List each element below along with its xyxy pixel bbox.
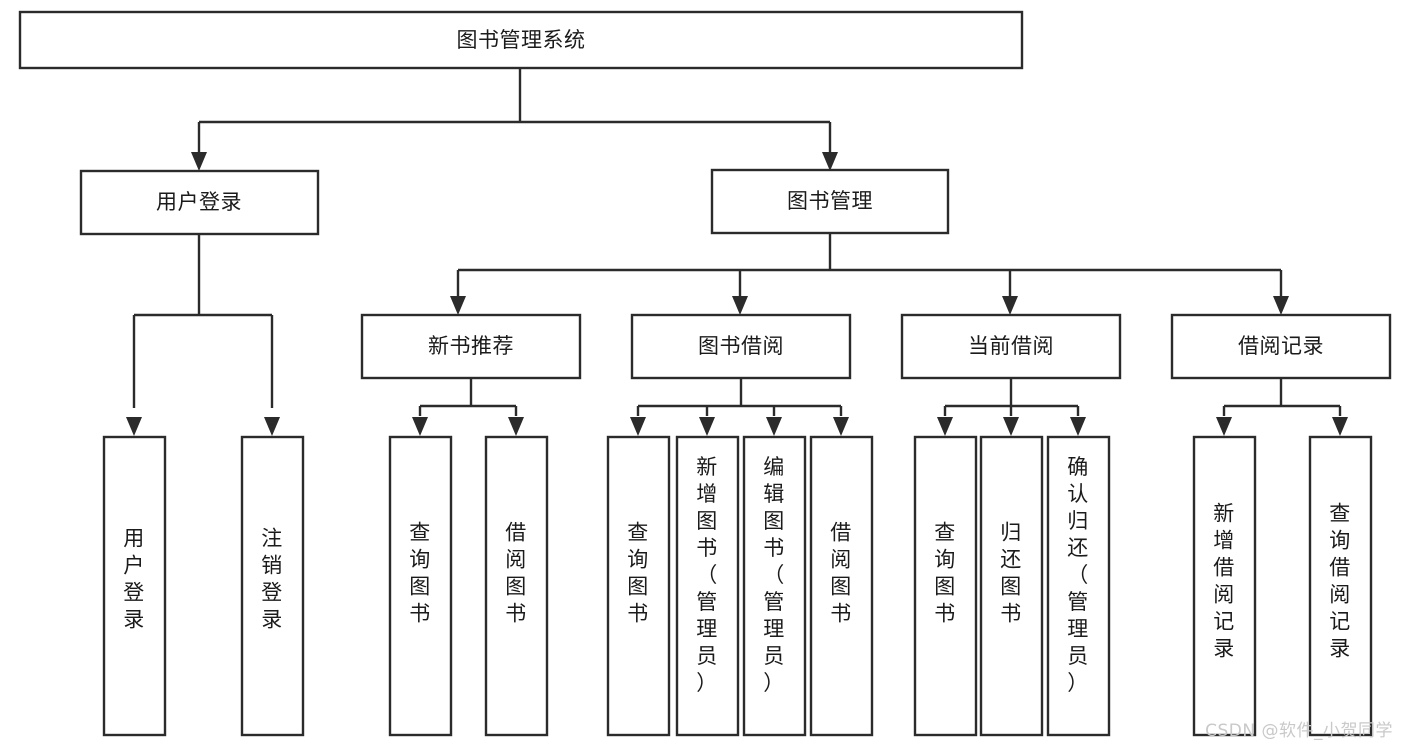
node-leaf-2-label: 注销登录 bbox=[261, 527, 283, 632]
node-borrow-record[interactable]: 借阅记录 bbox=[1170, 313, 1392, 380]
arrow-leaf-9 bbox=[937, 417, 953, 436]
node-book-borrow-box[interactable] bbox=[630, 313, 852, 380]
arrow-leaf-11 bbox=[1070, 417, 1086, 436]
node-new-book-rec-label: 新书推荐 bbox=[428, 334, 514, 358]
node-leaf-13[interactable]: 查询借阅记录 bbox=[1308, 435, 1373, 737]
node-book-manage-label: 图书管理 bbox=[787, 189, 873, 213]
arrow-leaf-1 bbox=[126, 417, 142, 436]
node-leaf-8-box[interactable] bbox=[809, 435, 874, 737]
node-leaf-7[interactable]: 编辑图书（管理员） bbox=[742, 435, 807, 737]
node-leaf-4-label: 借阅图书 bbox=[505, 521, 527, 626]
node-book-manage-box[interactable] bbox=[710, 168, 950, 235]
arrow-to-book-manage bbox=[822, 152, 838, 171]
arrow-leaf-5 bbox=[630, 417, 646, 436]
node-leaf-6-box[interactable] bbox=[675, 435, 740, 737]
node-book-borrow[interactable]: 图书借阅 bbox=[630, 313, 852, 380]
node-leaf-2[interactable]: 注销登录 bbox=[240, 435, 305, 737]
arrow-leaf-13 bbox=[1332, 417, 1348, 436]
node-book-manage[interactable]: 图书管理 bbox=[710, 168, 950, 235]
node-borrow-record-label: 借阅记录 bbox=[1238, 334, 1324, 358]
node-leaf-6-label: 新增图书（管理员） bbox=[696, 455, 718, 695]
node-root-box[interactable] bbox=[18, 10, 1024, 70]
node-leaf-13-label: 查询借阅记录 bbox=[1329, 502, 1351, 661]
node-new-book-rec-box[interactable] bbox=[360, 313, 582, 380]
node-leaf-8-label: 借阅图书 bbox=[830, 521, 852, 626]
node-leaf-4[interactable]: 借阅图书 bbox=[484, 435, 549, 737]
node-leaf-11[interactable]: 确认归还（管理员） bbox=[1046, 435, 1111, 737]
node-borrow-record-box[interactable] bbox=[1170, 313, 1392, 380]
arrow-leaf-2 bbox=[264, 417, 280, 436]
node-leaf-9[interactable]: 查询图书 bbox=[913, 435, 978, 737]
node-leaf-12-box[interactable] bbox=[1192, 435, 1257, 737]
node-leaf-2-box[interactable] bbox=[240, 435, 305, 737]
node-leaf-11-label: 确认归还（管理员） bbox=[1067, 455, 1089, 695]
node-leaf-7-box[interactable] bbox=[742, 435, 807, 737]
arrow-leaf-12 bbox=[1216, 417, 1232, 436]
node-leaf-3[interactable]: 查询图书 bbox=[388, 435, 453, 737]
node-leaf-6[interactable]: 新增图书（管理员） bbox=[675, 435, 740, 737]
arrow-to-book-borrow bbox=[732, 296, 748, 315]
node-root[interactable]: 图书管理系统 bbox=[18, 10, 1024, 70]
arrow-leaf-8 bbox=[833, 417, 849, 436]
node-leaf-9-label: 查询图书 bbox=[934, 521, 956, 626]
arrow-to-borrow-record bbox=[1273, 296, 1289, 315]
node-leaf-5[interactable]: 查询图书 bbox=[606, 435, 671, 737]
node-leaf-10-label: 归还图书 bbox=[1000, 521, 1022, 626]
node-leaf-1-box[interactable] bbox=[102, 435, 167, 737]
arrow-leaf-10 bbox=[1003, 417, 1019, 436]
node-user-login-label: 用户登录 bbox=[156, 190, 242, 214]
node-user-login-box[interactable] bbox=[79, 169, 320, 236]
arrow-leaf-7 bbox=[766, 417, 782, 436]
node-current-borrow-label: 当前借阅 bbox=[968, 334, 1054, 358]
node-leaf-7-label: 编辑图书（管理员） bbox=[763, 455, 785, 695]
node-user-login[interactable]: 用户登录 bbox=[79, 169, 320, 236]
node-leaf-11-box[interactable] bbox=[1046, 435, 1111, 737]
arrow-leaf-3 bbox=[412, 417, 428, 436]
node-leaf-10-box[interactable] bbox=[979, 435, 1044, 737]
node-leaf-4-box[interactable] bbox=[484, 435, 549, 737]
node-leaf-13-box[interactable] bbox=[1308, 435, 1373, 737]
node-leaf-12[interactable]: 新增借阅记录 bbox=[1192, 435, 1257, 737]
node-leaf-9-box[interactable] bbox=[913, 435, 978, 737]
node-leaf-3-box[interactable] bbox=[388, 435, 453, 737]
arrow-leaf-4 bbox=[508, 417, 524, 436]
node-leaf-5-label: 查询图书 bbox=[627, 521, 649, 626]
node-new-book-rec[interactable]: 新书推荐 bbox=[360, 313, 582, 380]
node-leaf-1[interactable]: 用户登录 bbox=[102, 435, 167, 737]
node-leaf-12-label: 新增借阅记录 bbox=[1213, 502, 1235, 661]
arrow-to-new-book-rec bbox=[450, 296, 466, 315]
node-leaf-10[interactable]: 归还图书 bbox=[979, 435, 1044, 737]
node-current-borrow[interactable]: 当前借阅 bbox=[900, 313, 1122, 380]
connector-layer bbox=[126, 68, 1348, 436]
node-leaf-1-label: 用户登录 bbox=[123, 527, 145, 632]
node-leaf-5-box[interactable] bbox=[606, 435, 671, 737]
arrow-leaf-6 bbox=[699, 417, 715, 436]
node-root-label: 图书管理系统 bbox=[457, 28, 586, 52]
node-leaf-8[interactable]: 借阅图书 bbox=[809, 435, 874, 737]
node-book-borrow-label: 图书借阅 bbox=[698, 334, 784, 358]
arrow-to-current-borrow bbox=[1002, 296, 1018, 315]
arrow-to-user-login bbox=[191, 152, 207, 171]
node-leaf-3-label: 查询图书 bbox=[409, 521, 431, 626]
node-current-borrow-box[interactable] bbox=[900, 313, 1122, 380]
